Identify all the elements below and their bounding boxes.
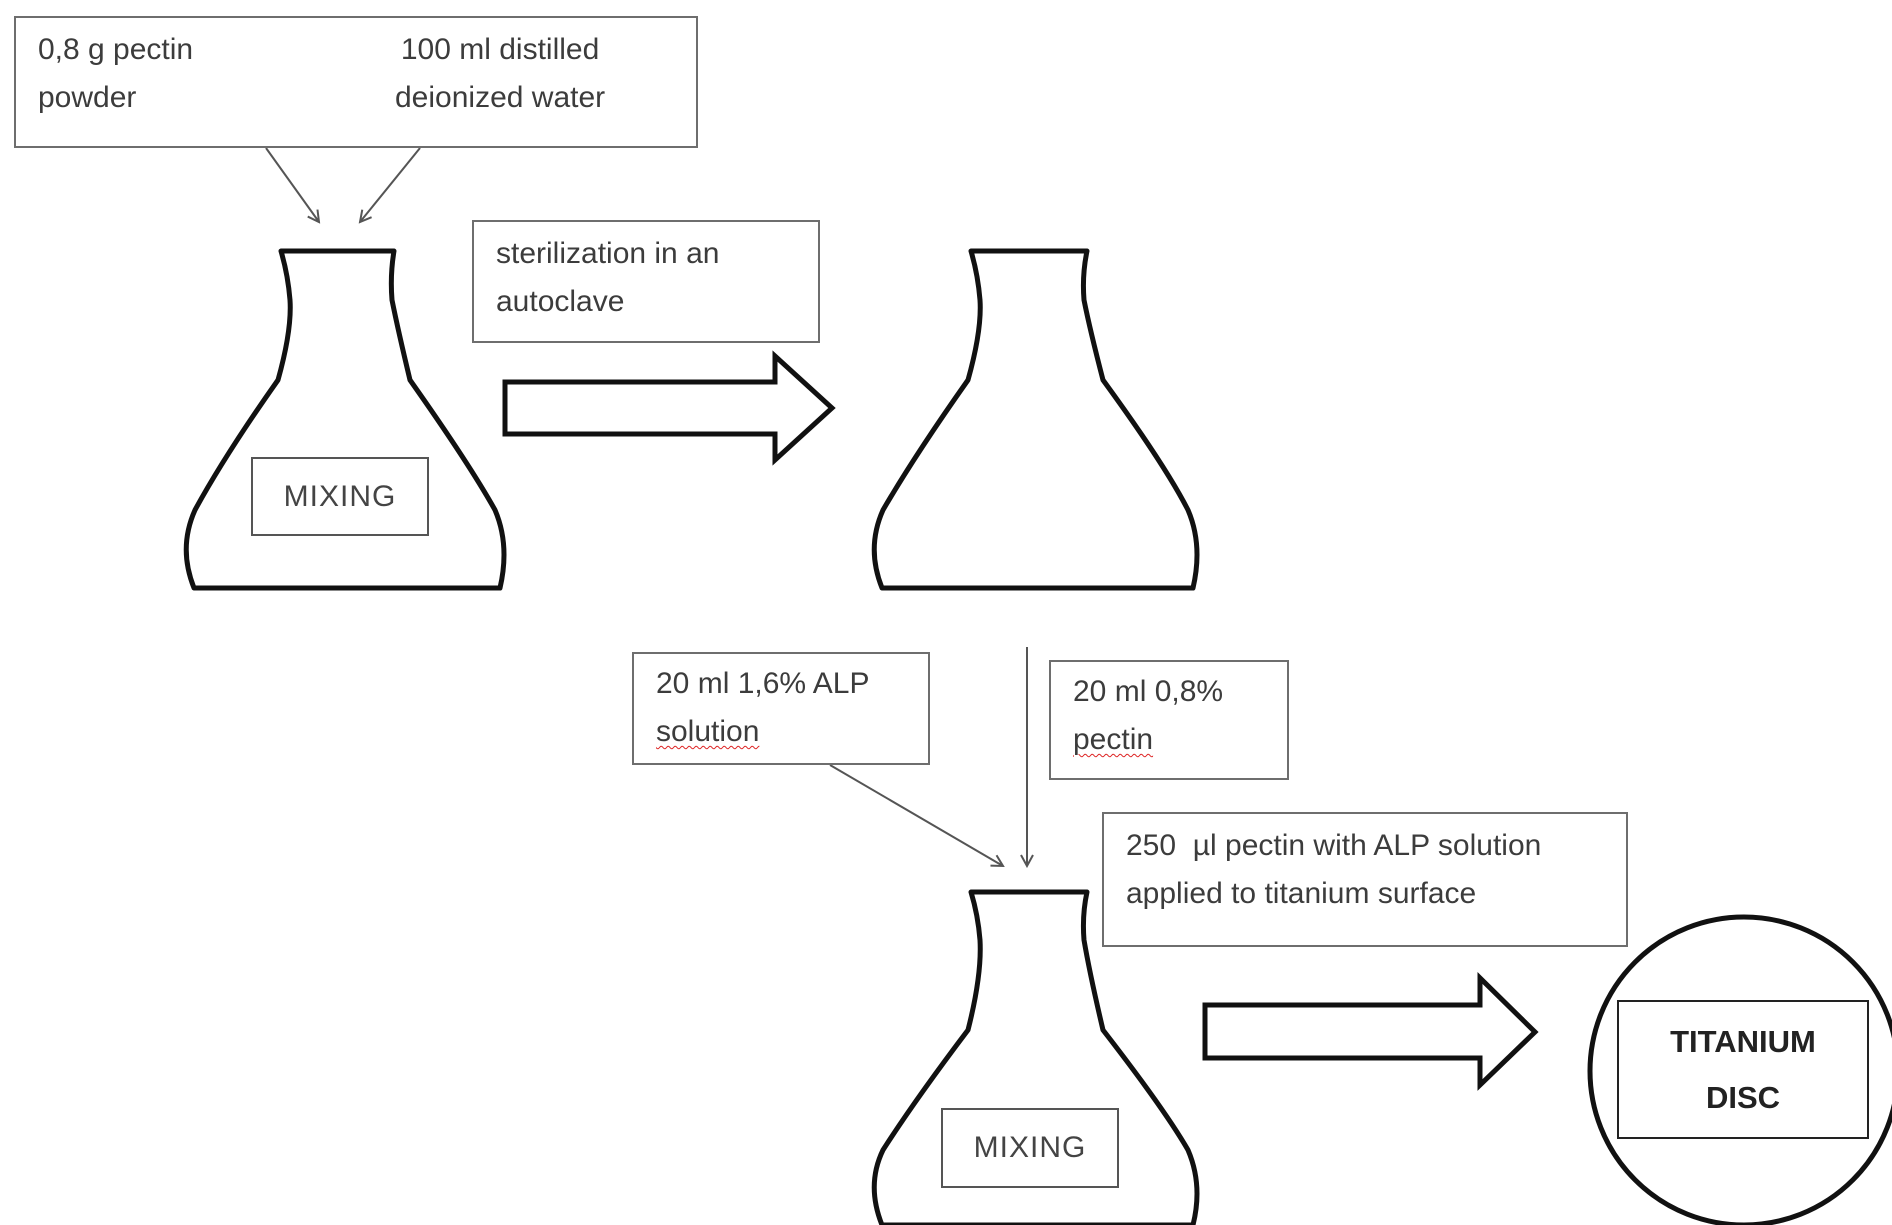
alp-line1: 20 ml 1,6% ALP xyxy=(656,667,870,700)
arrow-alp-to-flask3 xyxy=(829,764,1003,866)
titanium-disc-label: TITANIUM DISC xyxy=(1617,1000,1869,1139)
pectin-powder-text: 0,8 g pectin powder xyxy=(38,33,194,114)
alp-solution-text: 20 ml 1,6% ALP solution xyxy=(656,660,869,756)
alp-solution-box xyxy=(632,652,930,765)
pectin-solution-box xyxy=(1049,660,1289,780)
flask1-label: MIXING xyxy=(251,457,429,536)
pectin-solution-text: 20 ml 0,8% pectin xyxy=(1073,668,1223,764)
flask3-label: MIXING xyxy=(941,1108,1119,1188)
big-arrow-sterilization xyxy=(502,350,836,466)
arrow-pectin-to-flask1 xyxy=(265,147,319,222)
sterilization-box xyxy=(472,220,820,343)
big-arrow-application xyxy=(1202,972,1539,1091)
water-text: 100 ml distilled deionized water xyxy=(395,33,606,114)
application-text: 250 µl pectin with ALP solution applied … xyxy=(1126,829,1542,910)
pectin-line2: pectin xyxy=(1073,723,1154,756)
alp-line2: solution xyxy=(656,715,760,748)
ingredients-box xyxy=(14,16,698,148)
arrow-water-to-flask1 xyxy=(360,147,421,222)
flask-2 xyxy=(871,248,1200,591)
disc-line2: DISC xyxy=(1705,1079,1781,1115)
disc-line1: TITANIUM xyxy=(1670,1023,1816,1059)
application-box xyxy=(1102,812,1628,947)
sterilization-text: sterilization in an autoclave xyxy=(496,237,720,318)
flask-1 xyxy=(183,248,507,591)
pectin-line1: 20 ml 0,8% xyxy=(1073,675,1224,708)
